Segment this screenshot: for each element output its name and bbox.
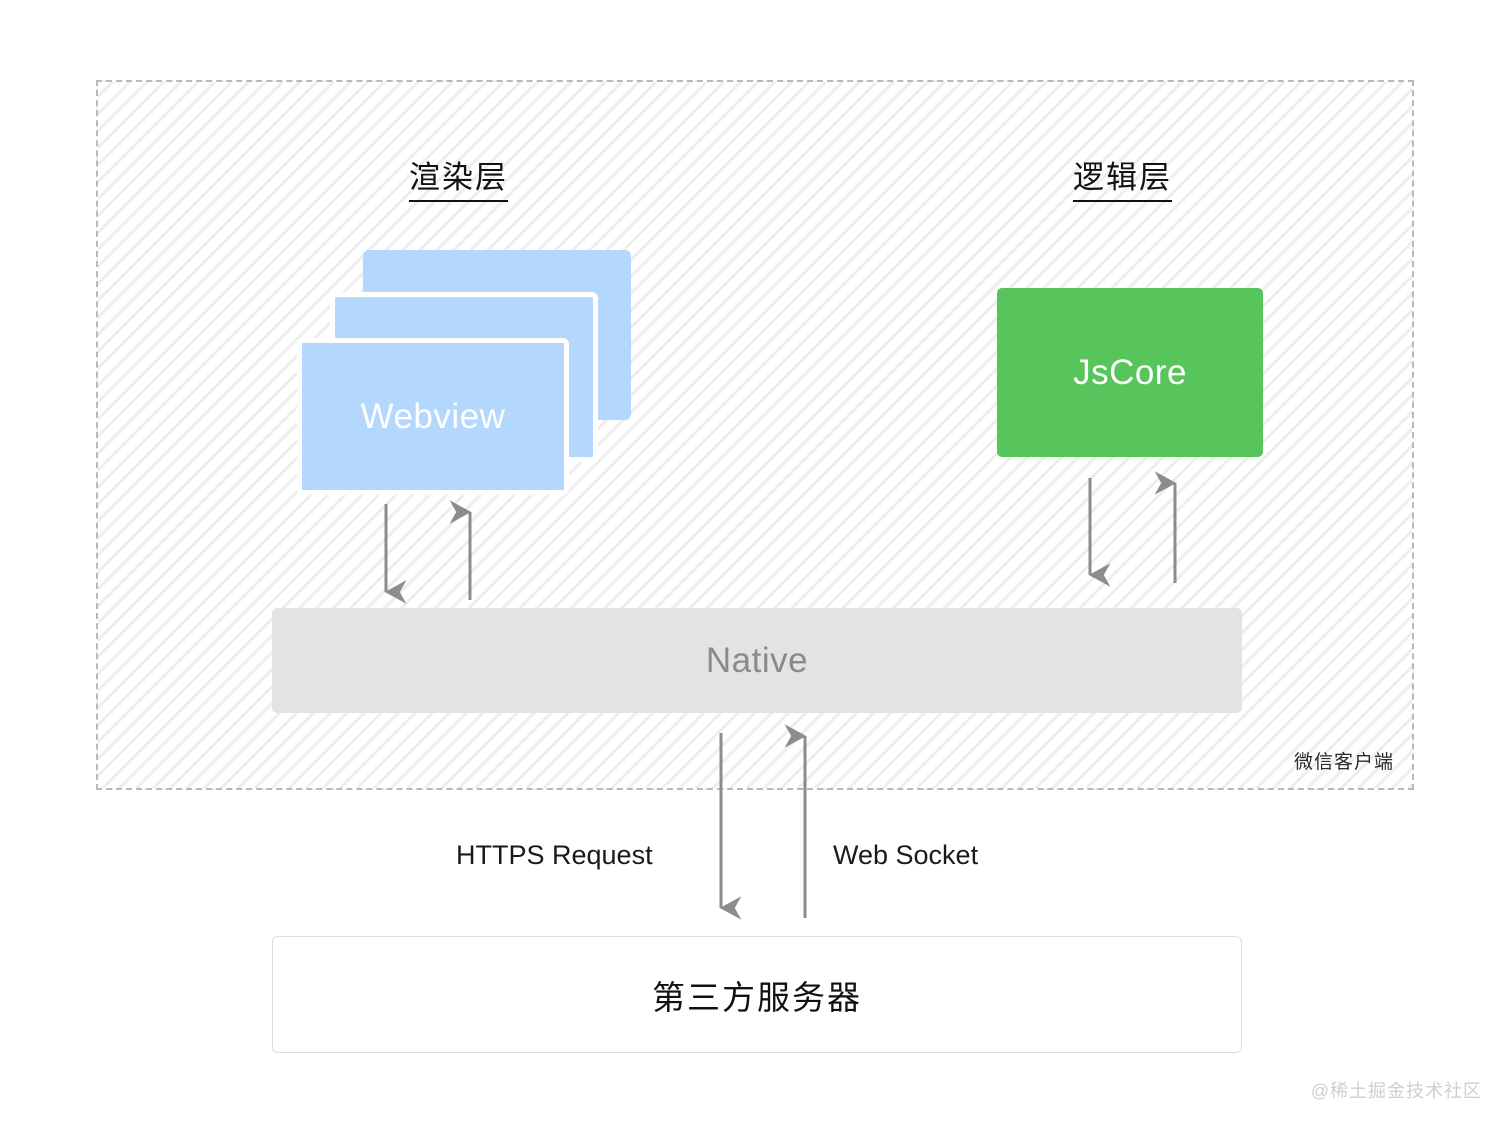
native-node[interactable]: Native <box>272 608 1242 713</box>
native-label: Native <box>705 640 809 680</box>
watermark: @稀土掘金技术社区 <box>1310 1081 1482 1101</box>
jscore-node[interactable]: JsCore <box>997 288 1263 457</box>
https-request-label: HTTPS Request <box>456 840 653 870</box>
webview-node[interactable]: Webview <box>297 250 631 495</box>
webview-card-front: Webview <box>297 338 569 495</box>
jscore-label: JsCore <box>1073 352 1187 392</box>
wechat-client-label: 微信客户端 <box>1293 752 1394 773</box>
third-party-server-node[interactable]: 第三方服务器 <box>272 936 1242 1053</box>
third-party-server-label: 第三方服务器 <box>652 978 862 1016</box>
web-socket-label: Web Socket <box>833 840 979 870</box>
section-title-render-layer: 渲染层 <box>409 152 508 202</box>
webview-label: Webview <box>360 396 506 436</box>
section-title-logic-layer: 逻辑层 <box>1073 152 1172 202</box>
